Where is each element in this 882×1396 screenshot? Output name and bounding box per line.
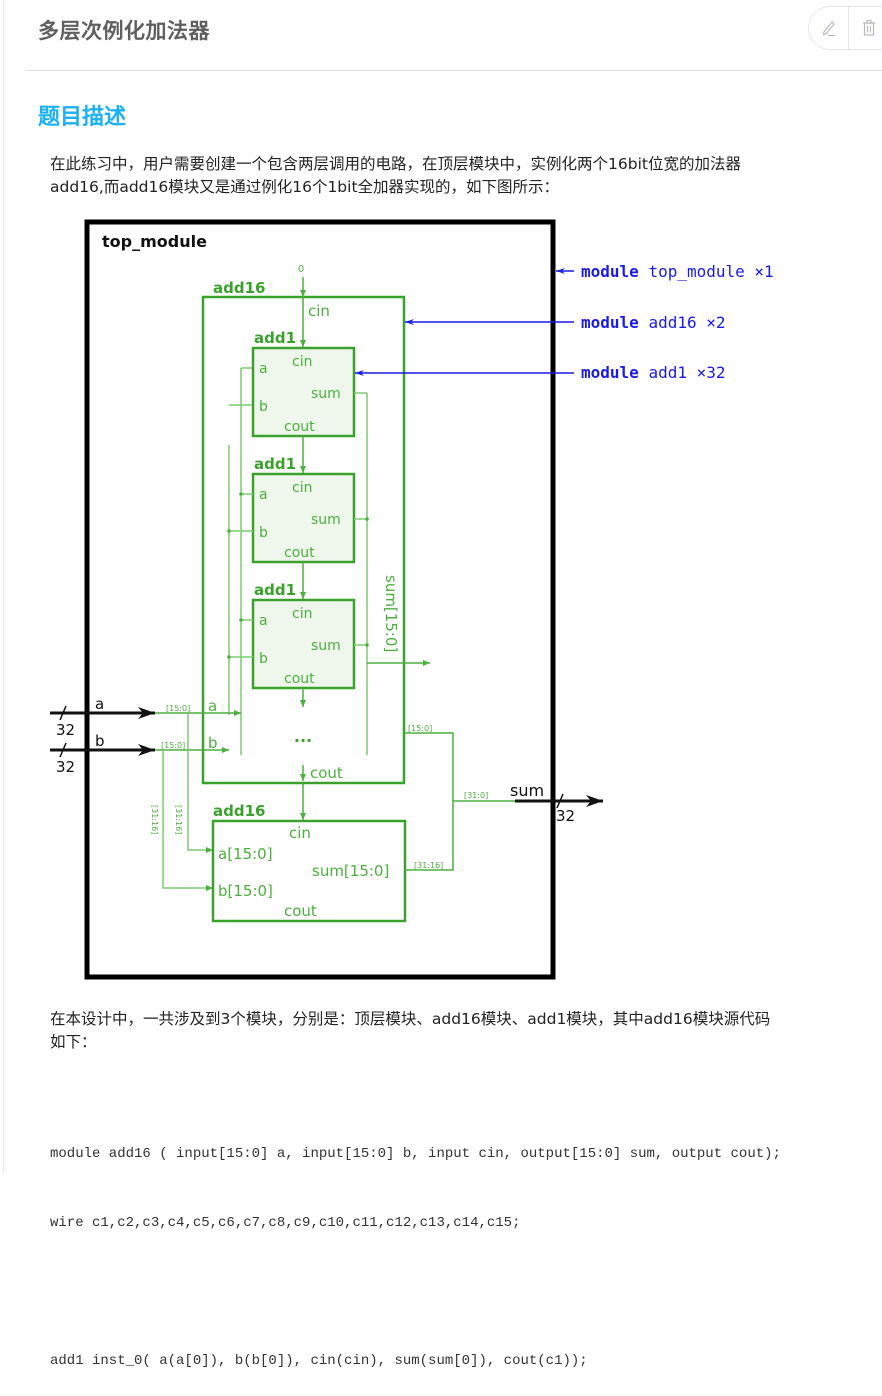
add1-instance-1: add1 cin a b sum cout: [251, 329, 367, 438]
intro-line-1: 在此练习中，用户需要创建一个包含两层调用的电路，在顶层模块中，实例化两个16bi…: [50, 155, 741, 173]
top-module-frame: [84, 219, 556, 980]
code-blank-line: [50, 1281, 781, 1304]
slice-a-hi: [31:16]: [174, 805, 183, 834]
add1-a: a: [259, 487, 268, 503]
legend-item-top: module top_module ×1: [581, 262, 774, 281]
legend-item-add1: module add1 ×32: [581, 363, 726, 382]
code-line-1: module add16 ( input[15:0] a, input[15:0…: [50, 1146, 781, 1162]
design-line-1: 在本设计中，一共涉及到3个模块，分别是：顶层模块、add16模块、add1模块，…: [50, 1010, 771, 1028]
page-left-border: [3, 0, 4, 1173]
add16-lower-label: add16: [213, 802, 265, 820]
input-b-width: 32: [56, 758, 75, 776]
add16-lower-cin: cin: [289, 824, 311, 842]
svg-text:module add16 ×2: module add16 ×2: [581, 313, 726, 332]
add1-cout: cout: [284, 671, 315, 687]
output-sum-label: sum: [510, 781, 544, 800]
add16-lower-cout: cout: [284, 902, 317, 920]
add16-upper-label: add16: [213, 279, 265, 297]
slice-sum-all: [31:0]: [464, 791, 488, 800]
slice-b-lo: [15:0]: [161, 741, 185, 750]
trash-icon: [862, 19, 875, 36]
slice-a-lo: [15:0]: [166, 704, 190, 713]
add16-lower-a: a[15:0]: [218, 845, 273, 863]
design-paragraph: 在本设计中，一共涉及到3个模块，分别是：顶层模块、add16模块、add1模块，…: [50, 1008, 880, 1054]
add1-cin: cin: [292, 354, 312, 370]
pencil-icon: [822, 21, 835, 37]
add1-a: a: [259, 613, 268, 629]
svg-text:module add1 ×32: module add1 ×32: [581, 363, 726, 382]
add1-a: a: [259, 361, 268, 377]
add16-a-port: a: [208, 697, 217, 715]
intro-line-2: add16,而add16模块又是通过例化16个1bit全加器实现的，如下图所示：: [50, 178, 560, 196]
page-title: 多层次例化加法器: [38, 19, 210, 43]
svg-text:module top_module ×1: module top_module ×1: [581, 262, 774, 281]
delete-button[interactable]: [849, 7, 882, 49]
page-header: 多层次例化加法器: [26, 0, 882, 71]
cin-constant: 0: [298, 264, 304, 275]
section-title: 题目描述: [38, 105, 127, 130]
code-line-2: wire c1,c2,c3,c4,c5,c6,c7,c8,c9,c10,c11,…: [50, 1215, 521, 1231]
add1-label: add1: [254, 581, 296, 599]
add1-b: b: [259, 399, 268, 415]
code-block: module add16 ( input[15:0] a, input[15:0…: [50, 1097, 781, 1396]
sum-concat-wire: [404, 732, 454, 871]
add1-box: [251, 346, 356, 438]
add1-instance-3: add1 cin a b sum cout: [227, 581, 369, 690]
code-line-3: add1 inst_0( a(a[0]), b(b[0]), cin(cin),…: [50, 1353, 588, 1369]
action-divider: [848, 7, 849, 49]
add16-lower-sum: sum[15:0]: [312, 862, 389, 880]
ellipsis: ...: [294, 727, 312, 746]
design-line-2: 如下：: [50, 1033, 97, 1051]
slice-sum-lo: [15:0]: [408, 724, 432, 733]
add1-cout: cout: [284, 545, 315, 561]
add16-cout-port: cout: [310, 764, 343, 782]
add1-sum: sum: [311, 638, 341, 654]
add1-instance-2: add1 cin a b sum cout: [227, 455, 369, 564]
add1-sum: sum: [311, 386, 341, 402]
add1-b: b: [259, 525, 268, 541]
sum-bus-label: sum[15:0]: [382, 575, 400, 652]
add1-label: add1: [254, 329, 296, 347]
edit-button[interactable]: [809, 7, 848, 49]
add1-cin: cin: [292, 606, 312, 622]
add1-label: add1: [254, 455, 296, 473]
top-module-label: top_module: [102, 232, 207, 251]
legend-item-add16: module add16 ×2: [581, 313, 726, 332]
intro-paragraph: 在此练习中，用户需要创建一个包含两层调用的电路，在顶层模块中，实例化两个16bi…: [50, 153, 880, 199]
circuit-diagram: top_module add16 0 cin add1 cin a b sum …: [50, 219, 774, 980]
add1-b: b: [259, 651, 268, 667]
input-a-width: 32: [56, 721, 75, 739]
add1-cin: cin: [292, 480, 312, 496]
add1-sum: sum: [311, 512, 341, 528]
a-hi-wire: [187, 713, 213, 853]
add1-box: [251, 598, 356, 690]
action-group: [808, 6, 882, 50]
add16-lower-b: b[15:0]: [218, 882, 273, 900]
slice-sum-hi: [31:16]: [414, 861, 443, 870]
input-b-label: b: [95, 732, 105, 750]
input-a-label: a: [95, 695, 104, 713]
add16-lower-box: [211, 819, 407, 923]
add1-cout: cout: [284, 419, 315, 435]
add16-b-port: b: [208, 734, 218, 752]
add16-cin-port: cin: [308, 302, 330, 320]
slice-b-hi: [31:16]: [150, 805, 159, 834]
b-hi-wire: [162, 750, 213, 891]
output-sum-width: 32: [556, 807, 575, 825]
